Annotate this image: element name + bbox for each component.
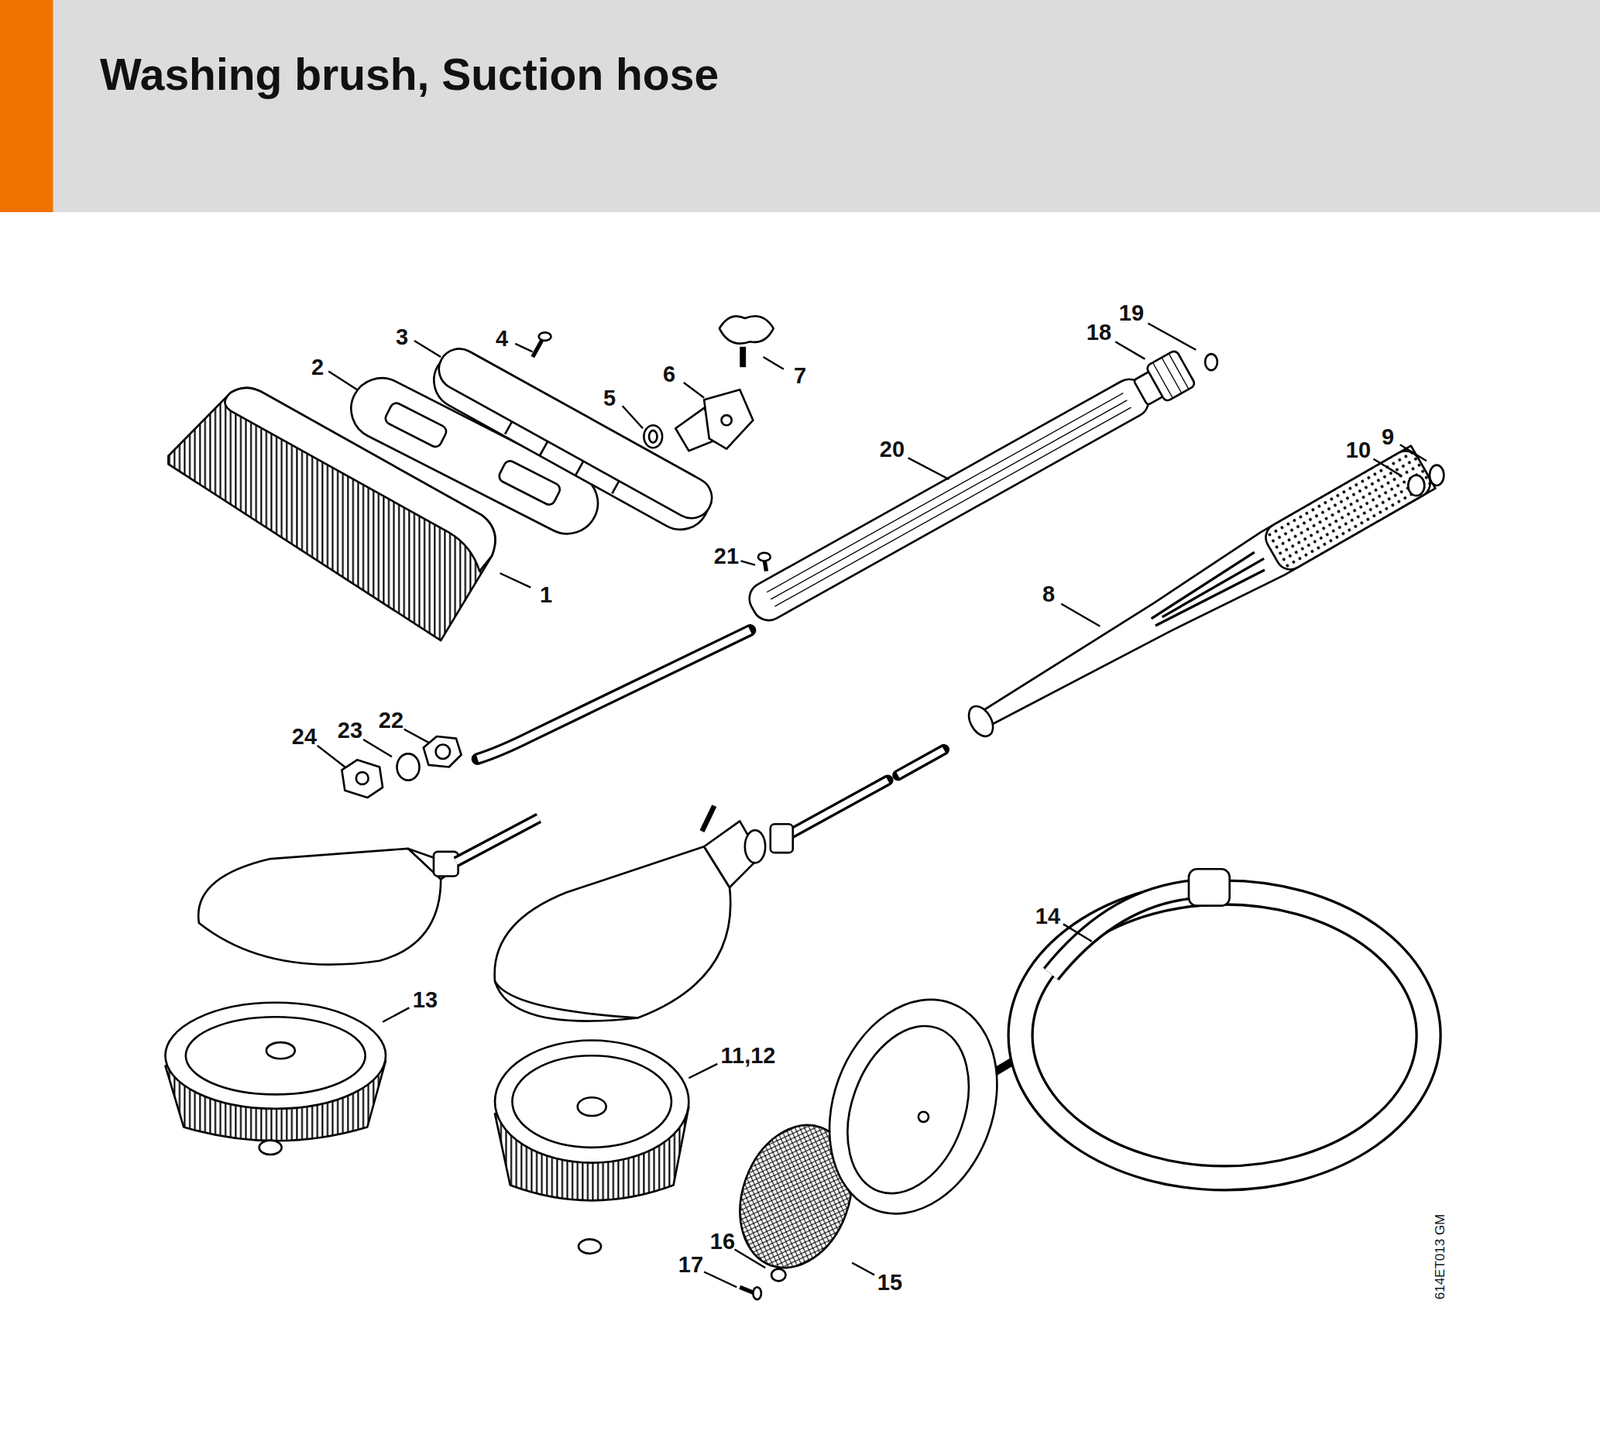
callout-number: 3	[394, 325, 410, 350]
callout-number: 7	[792, 363, 808, 388]
callout-number: 6	[661, 362, 677, 387]
callout-number: 15	[875, 1270, 904, 1295]
callout-number: 1	[538, 583, 554, 608]
callout-number: 18	[1084, 320, 1113, 345]
callout-number: 14	[1033, 904, 1062, 929]
callout-number: 13	[411, 988, 440, 1013]
callout-number: 4	[494, 326, 510, 351]
leader-lines	[317, 323, 1427, 1288]
callout-number: 24	[290, 724, 319, 749]
drawing-reference: 614ET013 GM	[1432, 1212, 1448, 1302]
header-accent	[0, 0, 54, 213]
header-band	[0, 0, 1600, 213]
callout-number: 10	[1344, 438, 1373, 463]
callout-number: 20	[878, 437, 907, 462]
callout-number: 2	[309, 355, 326, 380]
callout-number: 19	[1117, 301, 1146, 326]
callout-number: 22	[377, 708, 406, 733]
callout-number: 23	[336, 718, 364, 743]
callout-number: 5	[601, 386, 618, 411]
page-title: Washing brush, Suction hose	[99, 52, 719, 97]
callout-number: 21	[712, 544, 741, 569]
callout-number: 17	[676, 1253, 705, 1278]
callout-number: 16	[708, 1229, 737, 1254]
callout-number: 8	[1040, 582, 1057, 607]
callout-number: 11,12	[719, 1043, 778, 1068]
callout-number: 9	[1380, 425, 1396, 450]
